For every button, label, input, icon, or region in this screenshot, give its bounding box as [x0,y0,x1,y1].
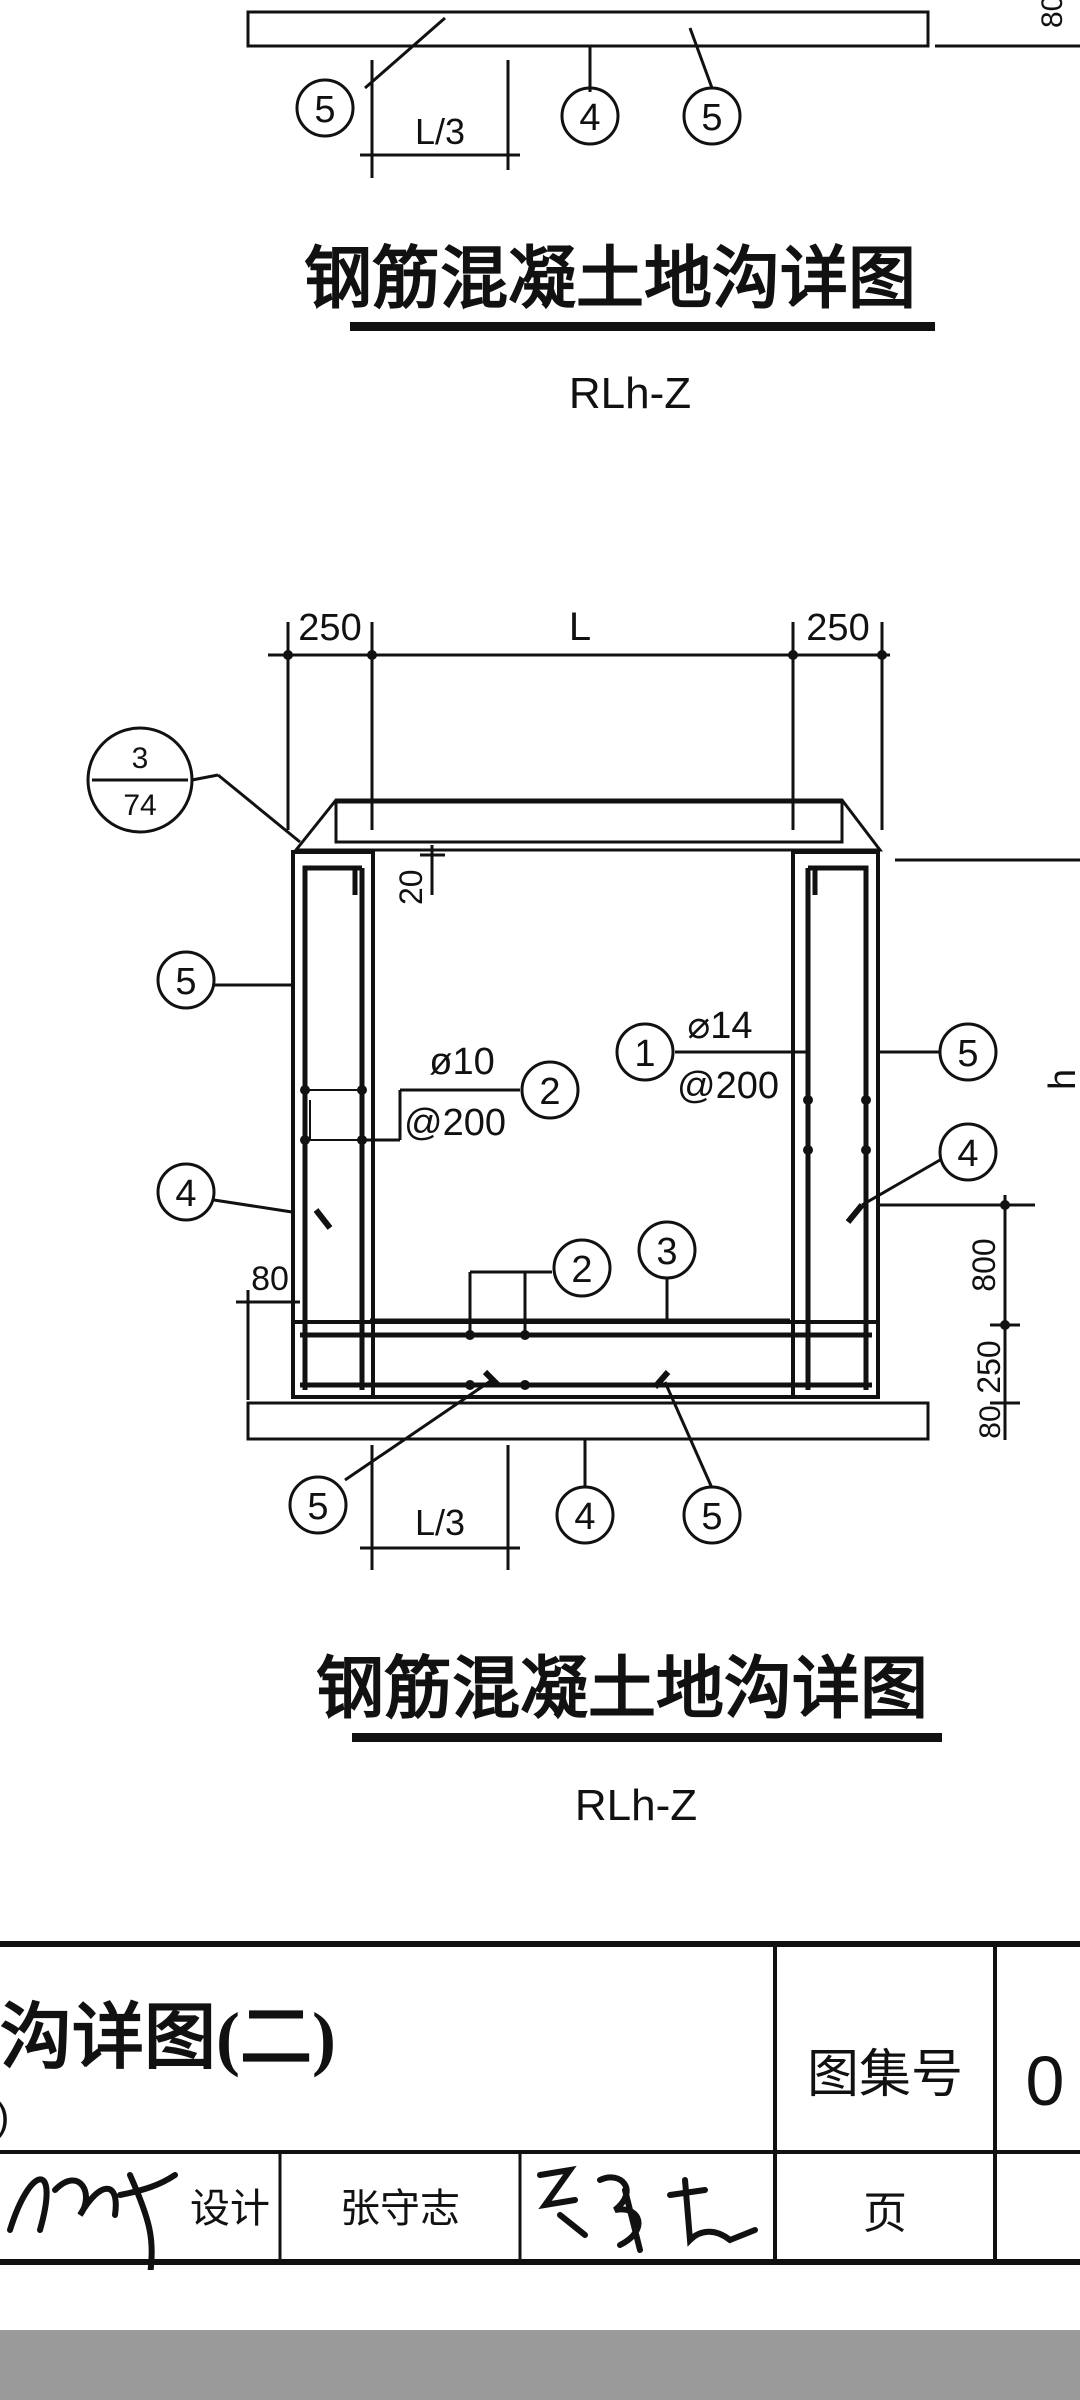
main-section-code: RLh-Z [575,1781,697,1830]
callout-4-right: 4 [845,1122,998,1224]
svg-text:5: 5 [701,97,722,139]
svg-text:4: 4 [175,1173,196,1215]
svg-text:5: 5 [957,1033,978,1075]
top-callout-4: 4 [560,86,620,146]
svg-text:4: 4 [574,1496,595,1538]
svg-text:80: 80 [251,1260,289,1298]
cover-ref-callout: 3 74 [86,726,301,844]
callout-3: 3 [637,1220,697,1320]
atlas-number-value: 0 [1026,2042,1065,2120]
svg-text:@200: @200 [404,1102,506,1144]
page-label: 页 [863,2189,907,2238]
svg-text:h: h [1042,1069,1080,1090]
dim-20: 20 [393,845,445,905]
callout-5-right: 5 [878,1022,998,1082]
svg-text:74: 74 [123,789,156,822]
svg-text:4: 4 [579,97,600,139]
cover-slab [292,798,884,852]
callout-2-bottom: 2 [468,1238,612,1335]
rebar-dots [300,1085,871,1390]
dim-top: 250 L 250 [268,605,890,830]
drawing-title: 沟详图(二) [0,1998,336,2078]
designer-signature [537,2165,758,2253]
top-base-slab [246,10,930,48]
svg-text:5: 5 [314,89,335,131]
svg-text:5: 5 [701,1496,722,1538]
top-dim-l3: L/3 [360,60,520,178]
bottom-bar [0,2330,1080,2400]
svg-text:2: 2 [539,1071,560,1113]
rebar-cage [300,865,872,1390]
callout-5-bottom-left: 5 [288,1378,493,1535]
dim-l: L [569,605,591,649]
cover-slab-hatch [334,800,844,844]
top-callout-5-right: 5 [682,86,742,146]
svg-text:@200: @200 [677,1065,779,1107]
callout-rebar-2: ø10 @200 2 [362,1041,580,1144]
svg-text:80: 80 [974,1405,1007,1438]
svg-text:5: 5 [307,1486,328,1528]
dim-250-left: 250 [298,607,361,649]
svg-text:800: 800 [966,1238,1002,1291]
callout-4-bottom: 4 [555,1440,615,1545]
svg-text:L/3: L/3 [415,1502,465,1543]
svg-text:2: 2 [571,1249,592,1291]
dim-l3-bottom: L/3 [360,1445,520,1570]
dim-250-right: 250 [806,607,869,649]
svg-text:4: 4 [957,1133,978,1175]
foundation-slab [246,1401,930,1441]
callout-4-left: 4 [156,1162,333,1230]
svg-text:250: 250 [971,1340,1007,1393]
title-block: 沟详图(二) ) 图集号 0 设计 张守志 页 [0,1941,1080,2270]
top-detail: 5 4 5 L/3 80 钢筋混凝土地沟详图 RLh-Z [246,0,1080,418]
svg-text:3: 3 [656,1231,677,1273]
main-detail: 250 L 250 [86,605,1080,1830]
callout-5-bottom-right: 5 [663,1381,742,1545]
top-dim-80: 80 [1036,0,1069,28]
svg-text:20: 20 [393,869,429,905]
main-title-underline [352,1733,942,1742]
svg-text:⌀14: ⌀14 [687,1005,752,1047]
atlas-number-label: 图集号 [807,2046,963,2104]
svg-text:L/3: L/3 [415,111,465,152]
top-callout-5-left: 5 [295,78,355,138]
drawing-subtitle: ) [0,2095,9,2139]
svg-text:5: 5 [175,961,196,1003]
main-section-title: 钢筋混凝土地沟详图 [316,1651,928,1727]
designer-name: 张守志 [340,2187,460,2231]
dim-80-left: 80 [236,1260,300,1400]
design-label: 设计 [190,2187,270,2231]
top-title-underline [350,322,935,331]
top-section-code: RLh-Z [569,369,691,418]
callout-5-left: 5 [156,950,295,1010]
svg-text:ø10: ø10 [429,1041,494,1083]
dim-right-chain: h 800 250 80 [880,858,1080,1440]
top-section-title: 钢筋混凝土地沟详图 [304,241,916,317]
callout-rebar-1: 1 ⌀14 @200 [615,1005,810,1107]
reviewer-signature [7,2172,178,2270]
svg-text:3: 3 [132,742,149,775]
svg-text:1: 1 [634,1033,655,1075]
